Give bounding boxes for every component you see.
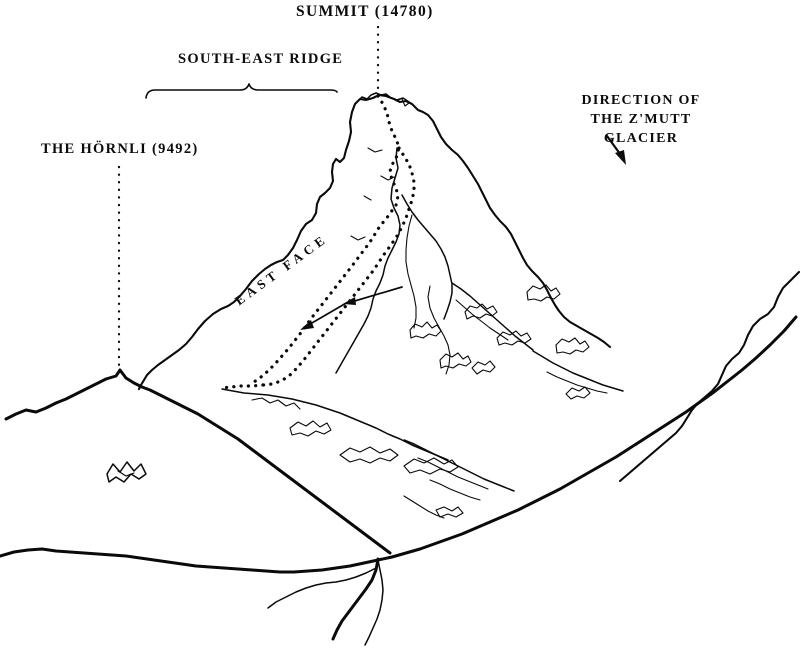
zmutt-direction-arrow: [605, 134, 626, 165]
glacier-streak-lines: [403, 439, 515, 519]
central-gully: [267, 557, 384, 646]
foreground-left-ridge: [4, 368, 392, 555]
north-east-ridge-outline: [377, 93, 612, 349]
south-east-ridge-brace: [145, 83, 338, 99]
east-face-interior-lines: [335, 147, 453, 374]
east-face-arrow-lower: [300, 301, 349, 330]
label-hornli: THE HÖRNLI (9492): [41, 141, 199, 157]
midground-right-snowfield: [532, 350, 624, 400]
label-direction-zmutt-glacier: DIRECTION OF THE Z'MUTT GLACIER: [562, 92, 720, 149]
summit-crest-detail: [357, 92, 410, 107]
hornli-ridge-outline: [137, 93, 381, 391]
ascent-route-dotted: [220, 94, 416, 390]
label-summit: SUMMIT (14780): [296, 3, 434, 20]
direction-line-1: DIRECTION OF: [581, 93, 701, 108]
north-east-face-detail: [409, 282, 590, 375]
foreground-base-ridge: [0, 315, 798, 574]
right-background-ridge: [618, 270, 800, 483]
lower-mountain-skirt: [221, 388, 459, 475]
direction-line-2: THE Z'MUTT GLACIER: [590, 111, 692, 146]
label-south-east-ridge: SOUTH-EAST RIDGE: [178, 51, 344, 67]
